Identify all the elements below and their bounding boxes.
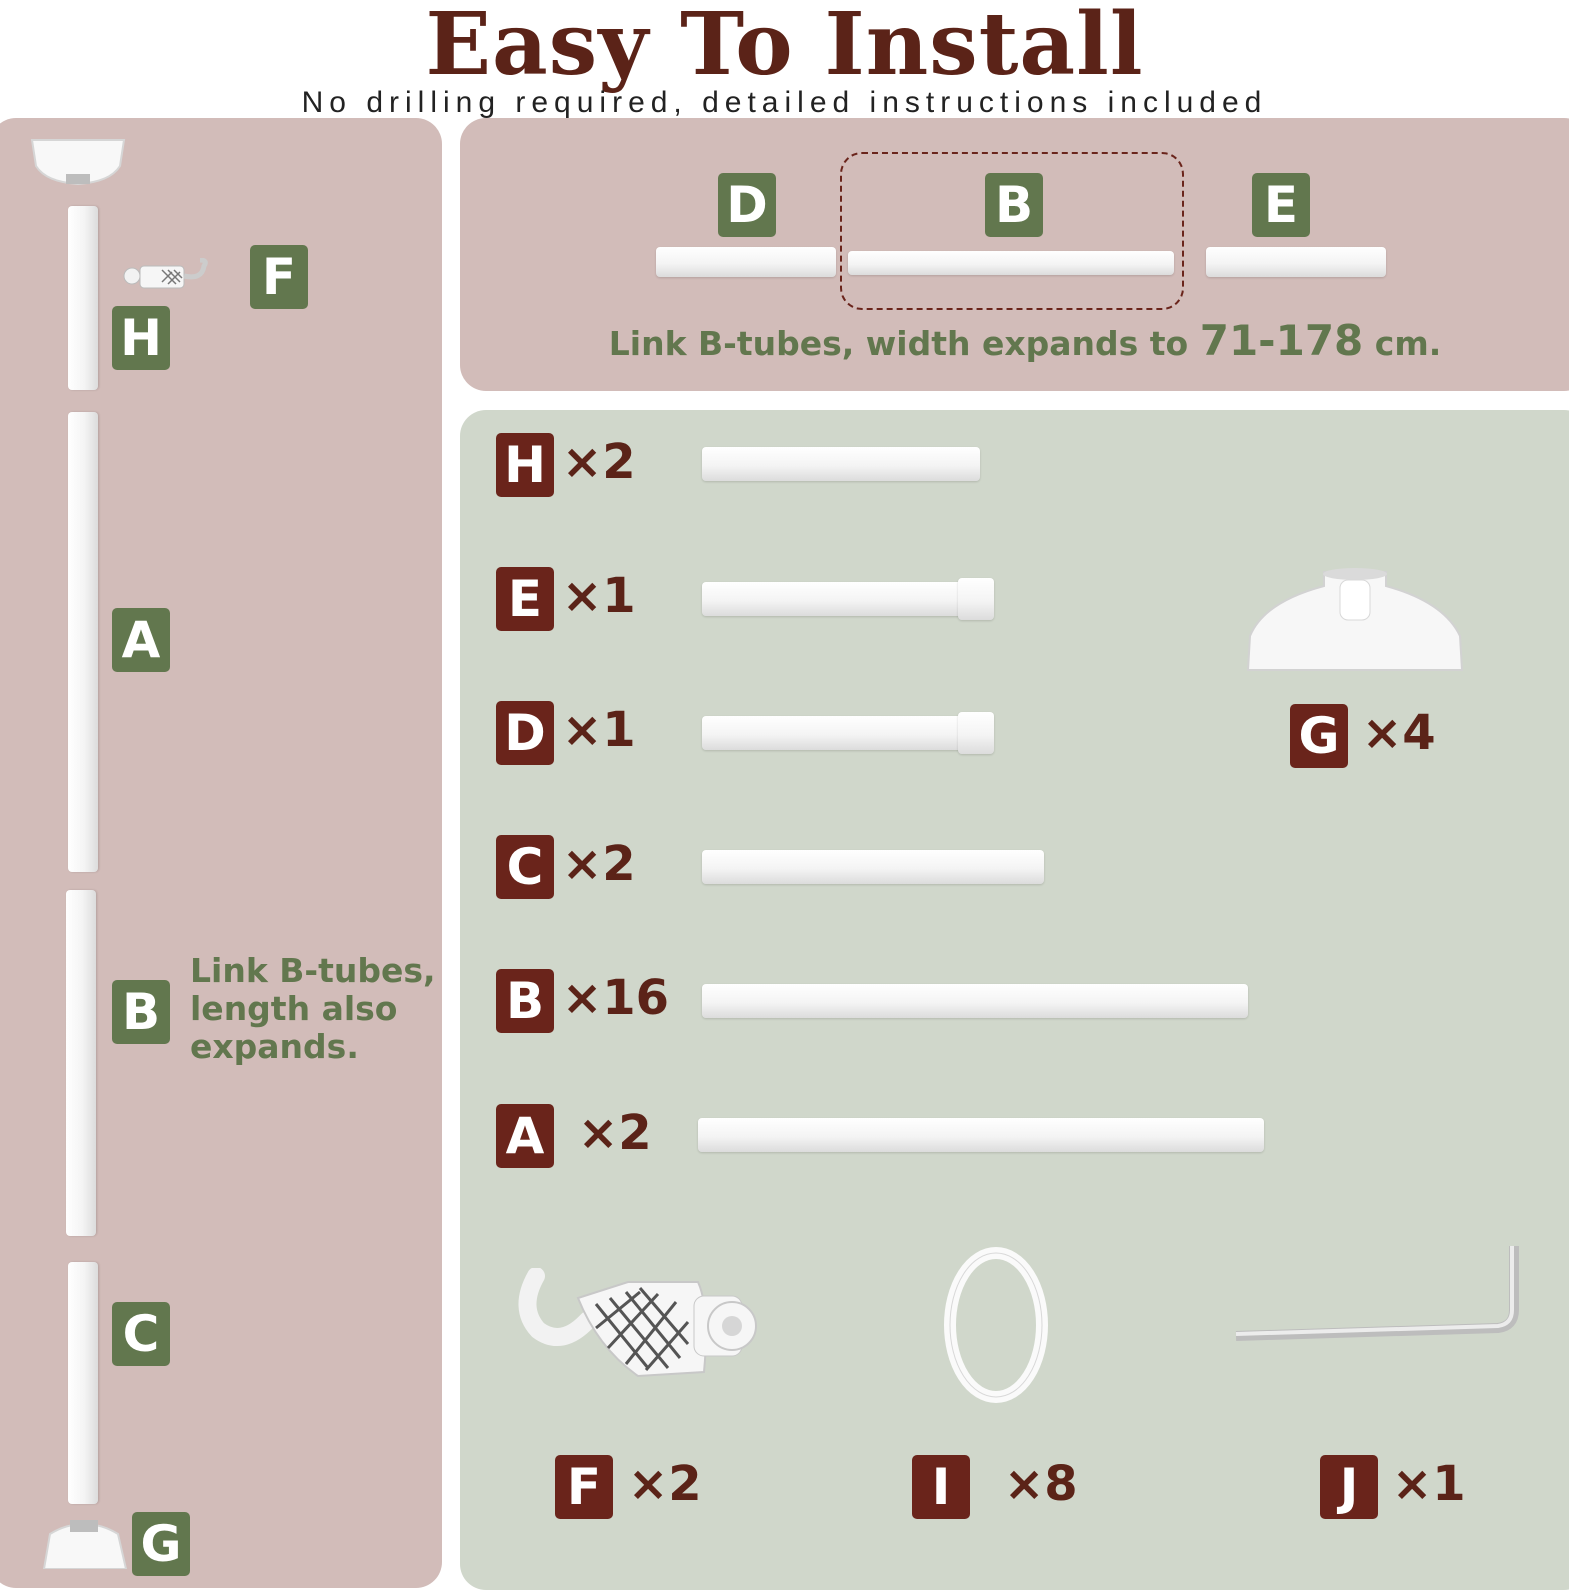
part-h-tube	[702, 447, 980, 481]
tube-h-vertical	[68, 206, 98, 390]
tube-d-horizontal	[656, 247, 836, 277]
label-b-left: B	[112, 980, 170, 1044]
page-subtitle: No drilling required, detailed instructi…	[301, 86, 1268, 119]
label-c-left: C	[112, 1302, 170, 1366]
part-e-cap	[958, 578, 994, 620]
label-b-top: B	[985, 173, 1043, 237]
part-c-label: C	[496, 835, 554, 899]
label-a-left: A	[112, 608, 170, 672]
part-d-tube	[702, 716, 962, 750]
width-caption-post: cm.	[1363, 324, 1442, 363]
ring-icon	[944, 1247, 1048, 1403]
part-a-tube	[698, 1118, 1264, 1152]
tube-e-horizontal	[1206, 247, 1386, 277]
part-d-qty: ×1	[562, 702, 636, 758]
tube-c-vertical	[68, 1262, 98, 1504]
part-a-qty: ×2	[578, 1105, 652, 1161]
part-j-qty: ×1	[1392, 1456, 1466, 1512]
part-g-qty: ×4	[1362, 705, 1436, 761]
part-g-label: G	[1290, 704, 1348, 768]
part-b-qty: ×16	[562, 970, 670, 1026]
page-title: Easy To Install	[425, 0, 1144, 95]
part-f-qty: ×2	[628, 1456, 702, 1512]
ceiling-cup-icon	[30, 139, 126, 186]
part-e-qty: ×1	[562, 568, 636, 624]
hook-small-icon	[123, 258, 208, 289]
label-f-left: F	[250, 245, 308, 309]
part-d-cap	[958, 712, 994, 754]
part-h-label: H	[496, 433, 554, 497]
left-note-line-2: length also	[190, 989, 398, 1028]
part-e-label: E	[496, 567, 554, 631]
width-caption-pre: Link B-tubes, width expands to	[608, 324, 1200, 363]
part-h-qty: ×2	[562, 434, 636, 490]
part-i-label: I	[912, 1455, 970, 1519]
part-b-label: B	[496, 969, 554, 1033]
part-c-qty: ×2	[562, 836, 636, 892]
part-i-qty: ×8	[1004, 1456, 1078, 1512]
part-c-tube	[702, 850, 1044, 884]
width-caption-range: 71-178	[1199, 316, 1364, 365]
label-g-left: G	[132, 1512, 190, 1576]
width-caption: Link B-tubes, width expands to 71-178 cm…	[460, 316, 1569, 365]
part-a-label: A	[496, 1104, 554, 1168]
label-d-top: D	[718, 173, 776, 237]
left-note: Link B-tubes, length also expands.	[190, 952, 436, 1066]
base-cup-small-icon	[42, 1520, 128, 1569]
assembly-panel	[0, 118, 442, 1588]
tube-a-vertical	[68, 412, 98, 872]
tube-b-horizontal	[848, 251, 1174, 275]
left-note-line-3: expands.	[190, 1027, 359, 1066]
base-cup-icon	[1246, 568, 1464, 671]
hex-key-icon	[1235, 1246, 1519, 1341]
b-tube-highlight	[840, 152, 1184, 310]
part-j-label: J	[1320, 1455, 1378, 1519]
part-f-label: F	[555, 1455, 613, 1519]
left-note-line-1: Link B-tubes,	[190, 951, 436, 990]
part-b-tube	[702, 984, 1248, 1018]
label-h-left: H	[112, 306, 170, 370]
hook-icon	[518, 1268, 757, 1378]
part-d-label: D	[496, 701, 554, 765]
tube-b-vertical	[66, 890, 96, 1236]
label-e-top: E	[1252, 173, 1310, 237]
part-e-tube	[702, 582, 962, 616]
